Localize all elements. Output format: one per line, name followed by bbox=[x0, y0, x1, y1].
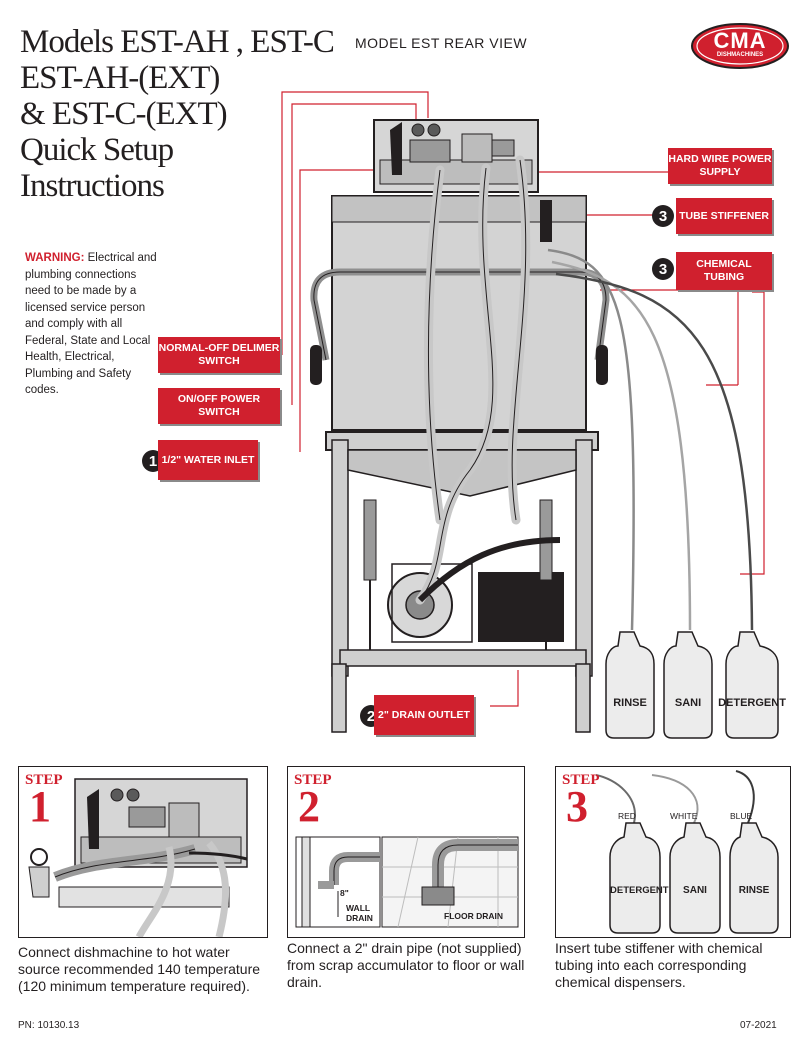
step-3-word: STEP bbox=[562, 772, 600, 788]
callout-text: 2" DRAIN OUTLET bbox=[378, 708, 470, 721]
warning-text: WARNING: Electrical and plumbing connect… bbox=[25, 250, 165, 399]
logo-sub: DISHMACHINES bbox=[716, 52, 764, 58]
step-3-number: 3 bbox=[566, 782, 588, 831]
step-3-color-red: RED bbox=[618, 811, 636, 821]
callout-power-switch: ON/OFF POWER SWITCH bbox=[158, 388, 280, 424]
badge-chemical-tubing: 3 bbox=[652, 258, 674, 280]
step-2-illustration bbox=[295, 836, 519, 928]
callout-chemical-tubing: CHEMICAL TUBING bbox=[676, 252, 772, 290]
title-line: & EST-C-(EXT) bbox=[20, 96, 228, 132]
callout-text: HARD WIRE POWER SUPPLY bbox=[668, 153, 772, 178]
jug-label-rinse: RINSE bbox=[613, 697, 647, 709]
step-1-caption: Connect dishmachine to hot water source … bbox=[18, 944, 261, 994]
logo-brand: CMA bbox=[713, 28, 767, 53]
callout-text: CHEMICAL TUBING bbox=[696, 258, 752, 283]
step-3-jug-rinse: RINSE bbox=[738, 885, 770, 896]
page-title: Models EST-AH , EST-C EST-AH-(EXT) & EST… bbox=[20, 24, 335, 204]
title-line: EST-AH-(EXT) bbox=[20, 60, 220, 96]
title-line: Instructions bbox=[20, 168, 165, 204]
part-number: PN: 10130.13 bbox=[18, 1020, 80, 1031]
callout-delimer-switch: NORMAL-OFF DELIMER SWITCH bbox=[158, 337, 280, 373]
step-3-color-blue: BLUE bbox=[730, 811, 753, 821]
callout-text: TUBE STIFFENER bbox=[679, 209, 769, 222]
callout-water-inlet: 1/2" WATER INLET bbox=[158, 440, 258, 480]
diagram-subtitle: MODEL EST REAR VIEW bbox=[355, 35, 528, 51]
callout-tube-stiffener: TUBE STIFFENER bbox=[676, 198, 772, 234]
step-1-word: STEP bbox=[25, 772, 63, 788]
badge-tube-stiffener: 3 bbox=[652, 205, 674, 227]
title-line: Quick Setup bbox=[20, 132, 174, 168]
step-3-illustration bbox=[595, 770, 779, 934]
callout-drain-outlet: 2" DRAIN OUTLET bbox=[374, 695, 474, 735]
cma-logo: CMA DISHMACHINES bbox=[690, 22, 790, 70]
step-3-panel: STEP 3 RED WHITE BLUE DETERGENT SANI RIN… bbox=[555, 766, 791, 938]
step-2-height-label: 8" bbox=[340, 888, 349, 898]
callout-text: ON/OFF POWER SWITCH bbox=[177, 393, 261, 418]
step-3-jug-detergent: DETERGENT bbox=[610, 885, 669, 896]
machine-rear-view-drawing: RINSE SANI DETERGENT bbox=[281, 91, 786, 739]
callout-hard-wire-power-supply: HARD WIRE POWER SUPPLY bbox=[668, 148, 772, 184]
step-2-panel: STEP 2 8" WALL DRAIN FLOOR DRAIN bbox=[287, 766, 525, 938]
step-3-jug-sani: SANI bbox=[683, 885, 707, 896]
step-3-color-white: WHITE bbox=[670, 811, 698, 821]
callout-text: NORMAL-OFF DELIMER SWITCH bbox=[158, 342, 280, 367]
step-1-number: 1 bbox=[29, 782, 51, 831]
revision-date: 07-2021 bbox=[740, 1020, 777, 1031]
jug-label-sani: SANI bbox=[675, 697, 701, 709]
title-line: Models EST-AH , EST-C bbox=[20, 24, 335, 60]
step-1-panel: STEP 1 bbox=[18, 766, 268, 938]
step-1-illustration bbox=[28, 778, 248, 937]
warning-body: Electrical and plumbing connections need… bbox=[25, 252, 157, 396]
step-3-caption: Insert tube stiffener with chemical tubi… bbox=[555, 940, 763, 990]
jug-label-detergent: DETERGENT bbox=[718, 697, 786, 709]
step-2-word: STEP bbox=[294, 772, 332, 788]
callout-text: 1/2" WATER INLET bbox=[161, 453, 255, 466]
step-2-number: 2 bbox=[298, 782, 320, 831]
step-2-wall-drain-label: WALL DRAIN bbox=[346, 903, 373, 923]
step-2-floor-drain-label: FLOOR DRAIN bbox=[444, 911, 504, 921]
warning-label: WARNING: bbox=[25, 252, 85, 264]
jug-group bbox=[605, 631, 779, 739]
step-2-caption: Connect a 2" drain pipe (not supplied) f… bbox=[287, 940, 525, 990]
